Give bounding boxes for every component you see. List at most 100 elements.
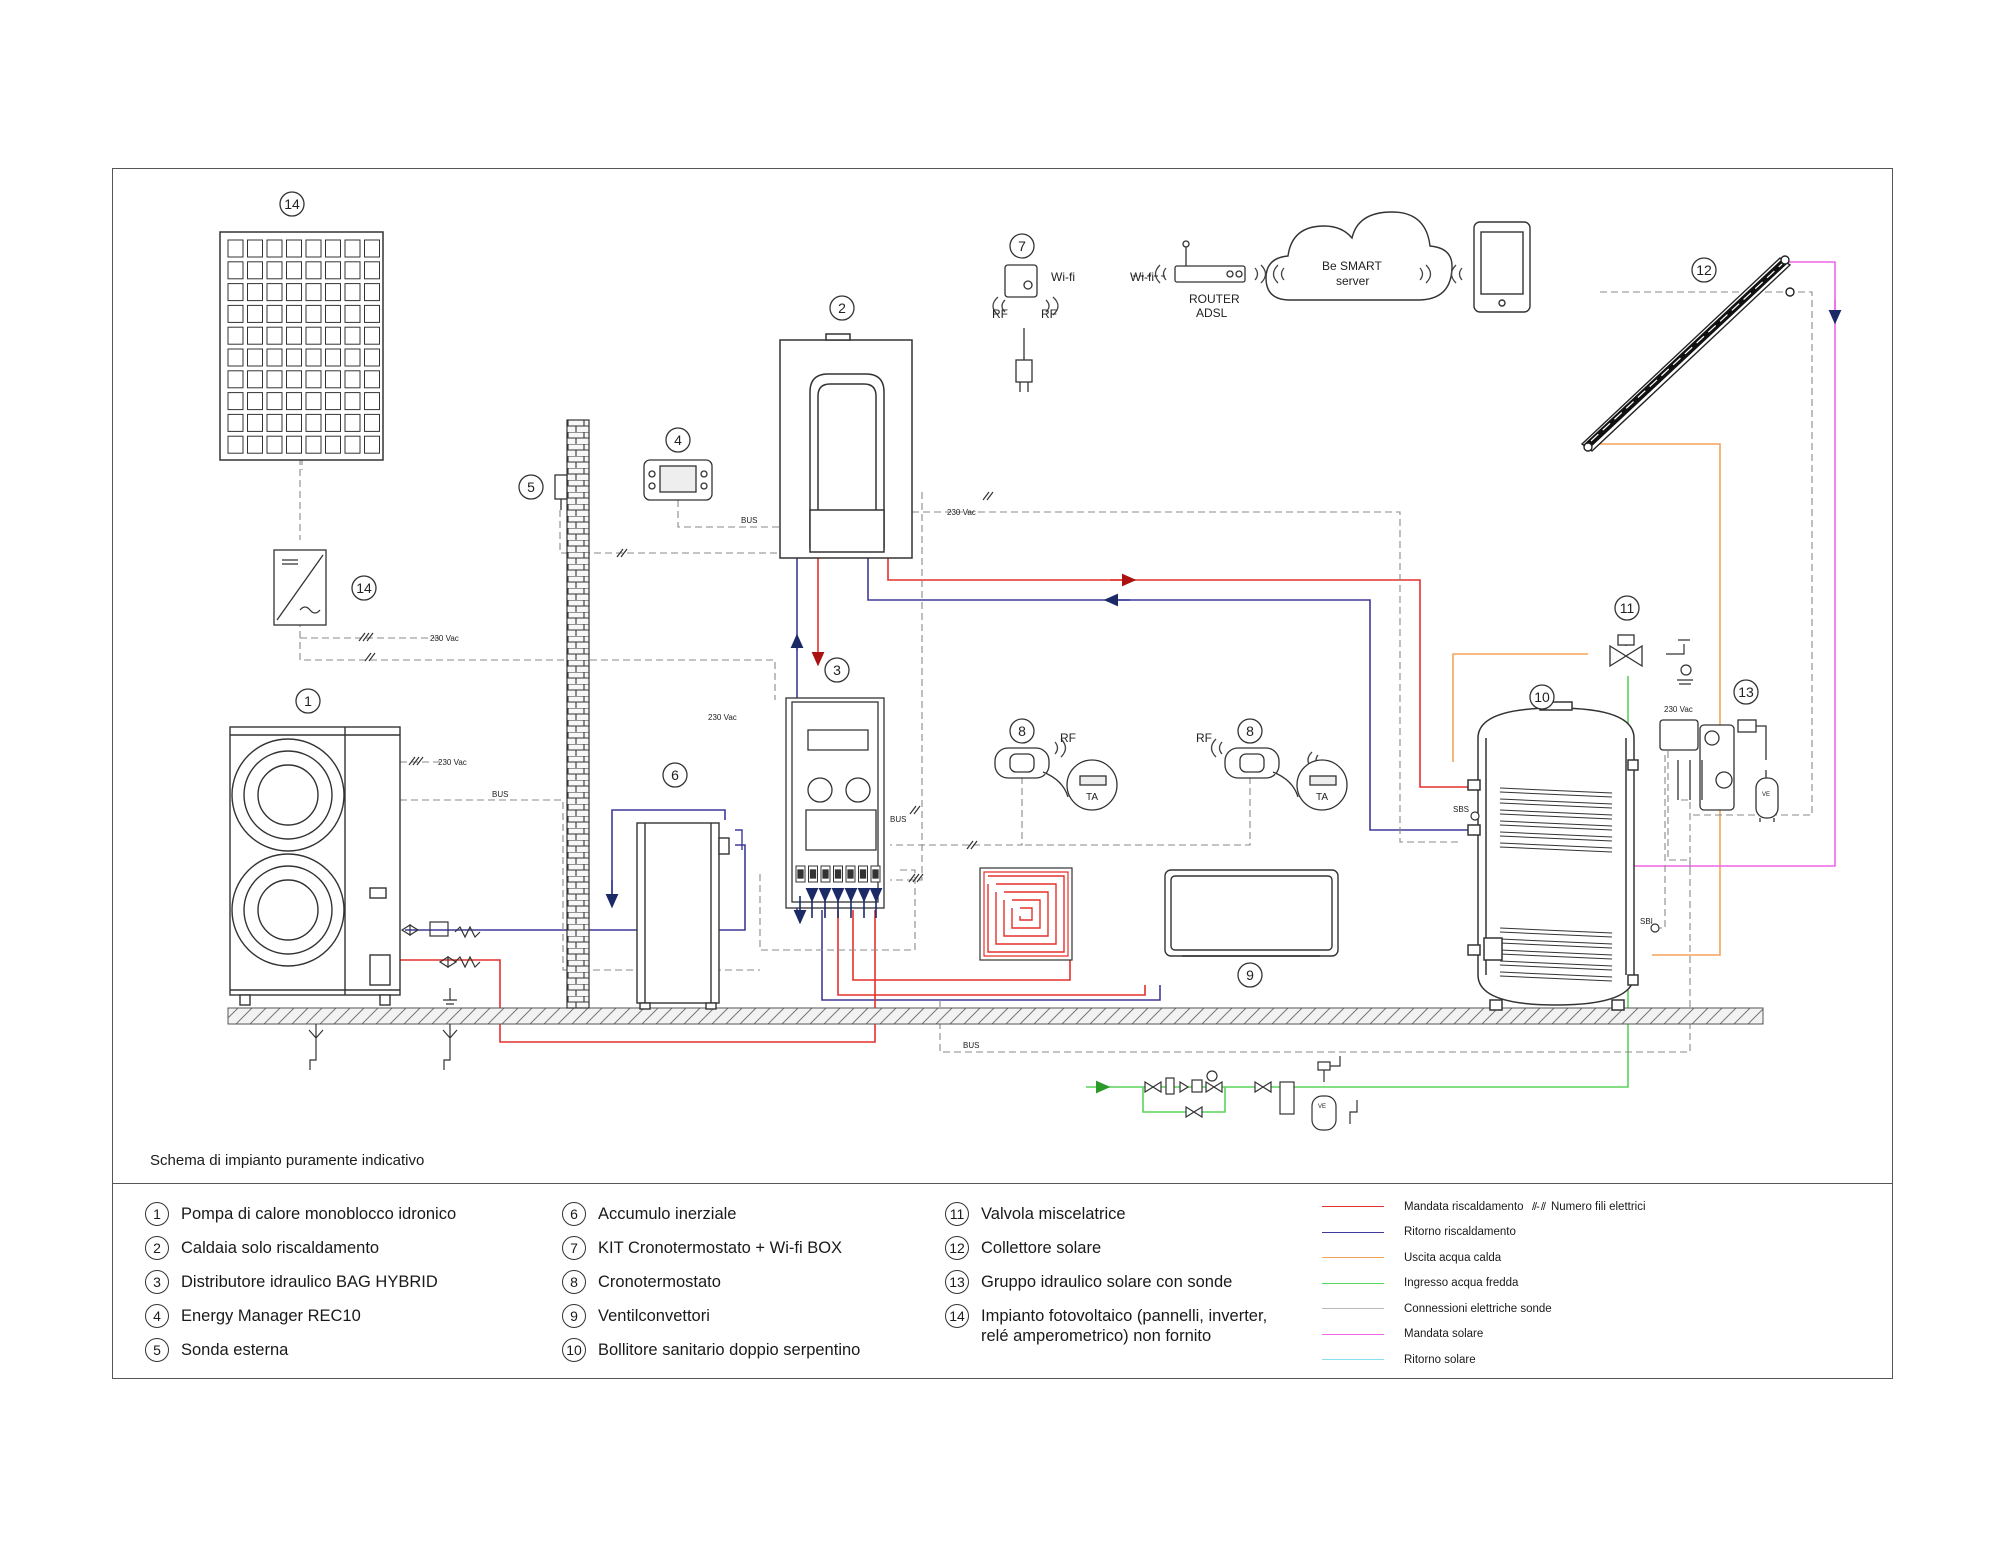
wifi-arcs <box>992 264 1463 769</box>
legend-number: 6 <box>562 1202 586 1226</box>
callout-number: 4 <box>674 432 682 448</box>
legend-item: 6 Accumulo inerziale <box>562 1202 860 1236</box>
solar-collector-icon <box>1580 255 1795 452</box>
line-legend-item: Ingresso acqua fredda <box>1322 1271 1662 1297</box>
line-legend-item: Ritorno riscaldamento <box>1322 1220 1662 1246</box>
ta-label-2: TA <box>1316 792 1328 803</box>
boiler-icon <box>779 333 913 559</box>
legend-text: Accumulo inerziale <box>598 1205 737 1223</box>
callout-number: 8 <box>1246 723 1254 739</box>
wire-solar-probe <box>1600 291 1813 816</box>
callout-number: 14 <box>284 196 300 212</box>
legend-number: 10 <box>562 1338 586 1362</box>
line-legend-label: Ingresso acqua fredda <box>1404 1277 1519 1290</box>
callout-number: 6 <box>671 767 679 783</box>
outdoor-probe-icon <box>554 474 568 510</box>
cold-inlet-group <box>1144 1056 1358 1131</box>
legend-item: 12 Collettore solare <box>945 1236 1291 1270</box>
vac-label-solar: 230 Vac <box>1664 705 1693 714</box>
wire-therm2 <box>1022 777 1251 846</box>
legend-text: Gruppo idraulico solare con sonde <box>981 1273 1233 1291</box>
callout-n8a: 8 <box>1009 718 1035 744</box>
diagram-frame <box>112 168 1893 1379</box>
callout-n14a: 14 <box>279 191 305 217</box>
line-legend-label: Uscita acqua calda <box>1404 1251 1502 1264</box>
legend-divider <box>112 1183 1893 1184</box>
ve-label-1: VE <box>1762 792 1770 798</box>
legend-number: 1 <box>145 1202 169 1226</box>
line-swatch <box>1322 1206 1384 1208</box>
line-swatch <box>1322 1257 1384 1259</box>
legend-number: 3 <box>145 1270 169 1294</box>
vac-label-distributor: 230 Vac <box>708 713 737 722</box>
wire-pv-bus <box>299 620 776 700</box>
callout-number: 13 <box>1738 684 1754 700</box>
wires-legend: //- // Numero fili elettrici <box>1532 1194 1646 1220</box>
line-swatch <box>1322 1333 1384 1335</box>
legend-item: 13 Gruppo idraulico solare con sonde <box>945 1270 1291 1304</box>
line-swatch <box>1322 1359 1384 1361</box>
solar-supply-pipe <box>1618 261 1836 867</box>
inverter-icon <box>273 549 327 626</box>
wire-boiler-230 <box>912 511 1460 843</box>
rf-label-3: RF <box>1060 731 1076 745</box>
line-swatch <box>1322 1308 1384 1310</box>
ground-strip <box>227 1007 1764 1025</box>
legend-text: Energy Manager REC10 <box>181 1307 361 1325</box>
line-legend-label: Mandata solare <box>1404 1328 1484 1341</box>
bus-label-hp: BUS <box>492 790 508 799</box>
wire-count-marks <box>358 491 994 883</box>
wire-therm1 <box>890 777 1023 846</box>
callout-n5: 5 <box>518 474 544 500</box>
ground-icon <box>308 988 458 1070</box>
buffer-tank-icon <box>636 822 743 1010</box>
vac-label-boiler: 230 Vac <box>947 508 976 517</box>
legend-number: 7 <box>562 1236 586 1260</box>
return-pipe-dhw <box>867 558 1468 831</box>
legend-number: 12 <box>945 1236 969 1260</box>
line-legend-item: Mandata riscaldamento <box>1322 1194 1662 1220</box>
be-smart-label: Be SMART <box>1322 259 1382 273</box>
legend-text: Distributore idraulico BAG HYBRID <box>181 1273 438 1291</box>
legend-number: 9 <box>562 1304 586 1328</box>
dhw-tank-icon <box>1467 701 1639 1011</box>
line-swatch <box>1322 1282 1384 1284</box>
legend-number: 2 <box>145 1236 169 1260</box>
ta-label-1: TA <box>1086 792 1098 803</box>
bus-label-lower: BUS <box>963 1041 979 1050</box>
legend-number: 4 <box>145 1304 169 1328</box>
wire-bus-lower <box>939 799 1691 1053</box>
supply-pipe-fancoil <box>837 910 1146 996</box>
ve-label-2: VE <box>1318 1104 1326 1110</box>
thermostat-icon <box>994 747 1280 779</box>
supply-pipe-dhw <box>887 558 1468 788</box>
wire-rec10 <box>677 500 780 528</box>
callout-n1: 1 <box>295 688 321 714</box>
callout-number: 11 <box>1620 600 1635 616</box>
cloud-icon <box>1265 211 1453 301</box>
wifi-label-1: Wi-fi <box>1051 270 1075 284</box>
fan-coil-icon <box>1164 869 1339 957</box>
legend-number: 5 <box>145 1338 169 1362</box>
legend-text: Bollitore sanitario doppio serpentino <box>598 1341 861 1359</box>
callout-number: 5 <box>527 479 535 495</box>
wall-icon <box>566 419 590 1009</box>
wires-legend-label: Numero fili elettrici <box>1550 1200 1646 1213</box>
wires-count-icon: //- // <box>1532 1200 1546 1213</box>
legend-text: Collettore solare <box>981 1239 1102 1257</box>
router-label: ROUTER <box>1189 292 1240 306</box>
wifi-label-2: Wi-fi <box>1130 270 1154 284</box>
callout-number: 7 <box>1018 238 1026 254</box>
legend-text: Impianto fotovoltaico (pannelli, inverte… <box>981 1307 1268 1345</box>
solar-group-icon <box>1659 719 1767 811</box>
wire-dist-buffer <box>759 869 916 951</box>
legend-number: 13 <box>945 1270 969 1294</box>
